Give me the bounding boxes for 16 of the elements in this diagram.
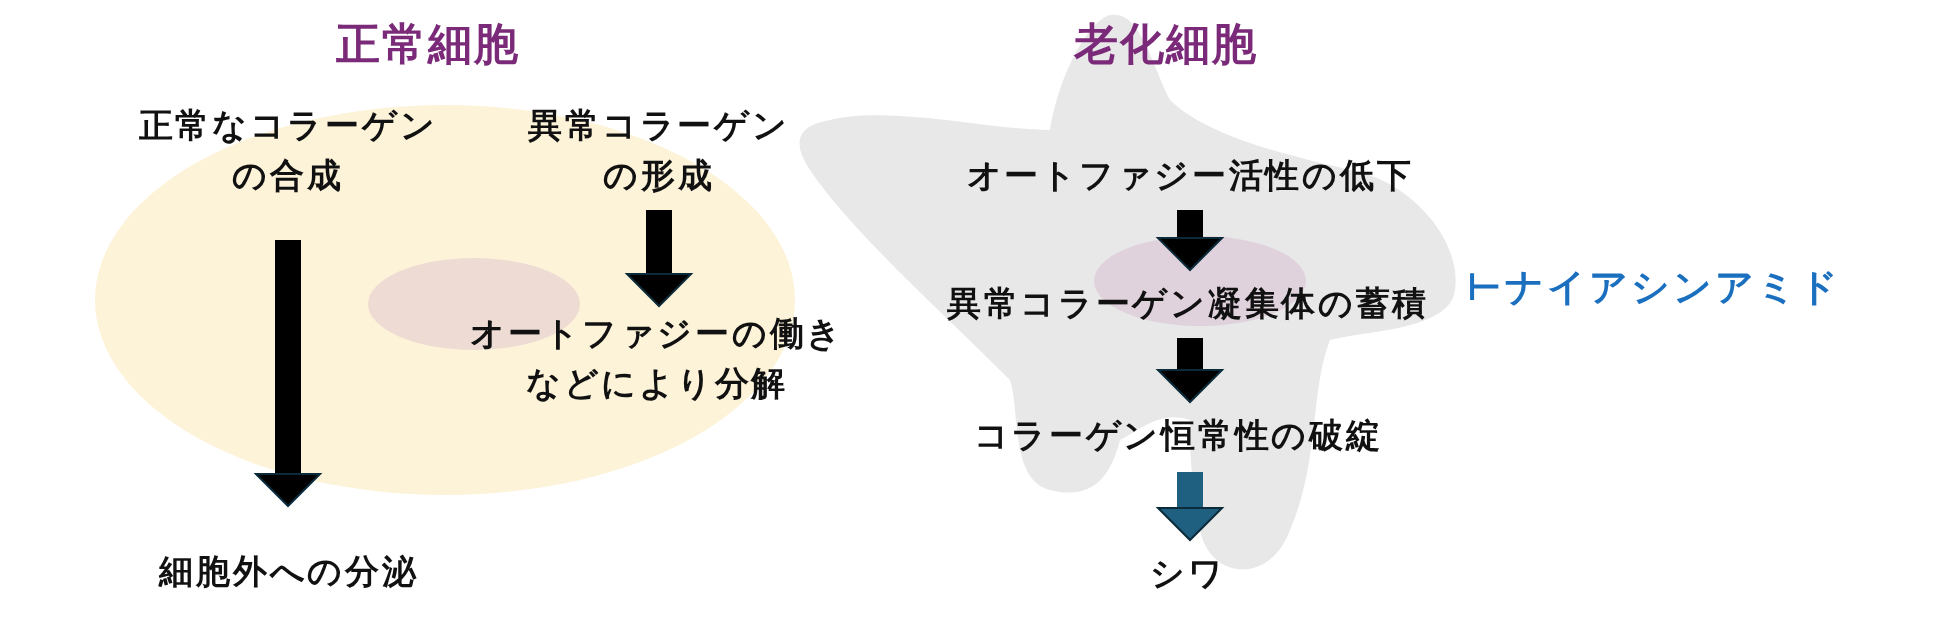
step-text: 正常なコラーゲンの合成	[137, 104, 439, 197]
step-text: 異常コラーゲン凝集体の蓄積	[946, 282, 1430, 325]
step-text: コラーゲン恒常性の破綻	[973, 414, 1383, 457]
block-arrow	[1157, 472, 1223, 541]
block-arrow	[255, 240, 321, 507]
block-arrow	[1157, 210, 1223, 271]
step-text: シワ	[1150, 552, 1226, 595]
cell-title: 正常細胞	[335, 17, 521, 71]
step-text: 異常コラーゲンの形成	[527, 104, 791, 197]
block-arrow	[626, 210, 692, 307]
step-text: オートファジー活性の低下	[966, 154, 1414, 197]
step-text: 細胞外への分泌	[159, 550, 419, 593]
step-text: オートファジーの働きなどにより分解	[468, 312, 846, 405]
step-text: ⊢ナイアシンアミド	[1467, 264, 1842, 311]
cell-title: 老化細胞	[1073, 17, 1259, 71]
block-arrow	[1157, 338, 1223, 403]
